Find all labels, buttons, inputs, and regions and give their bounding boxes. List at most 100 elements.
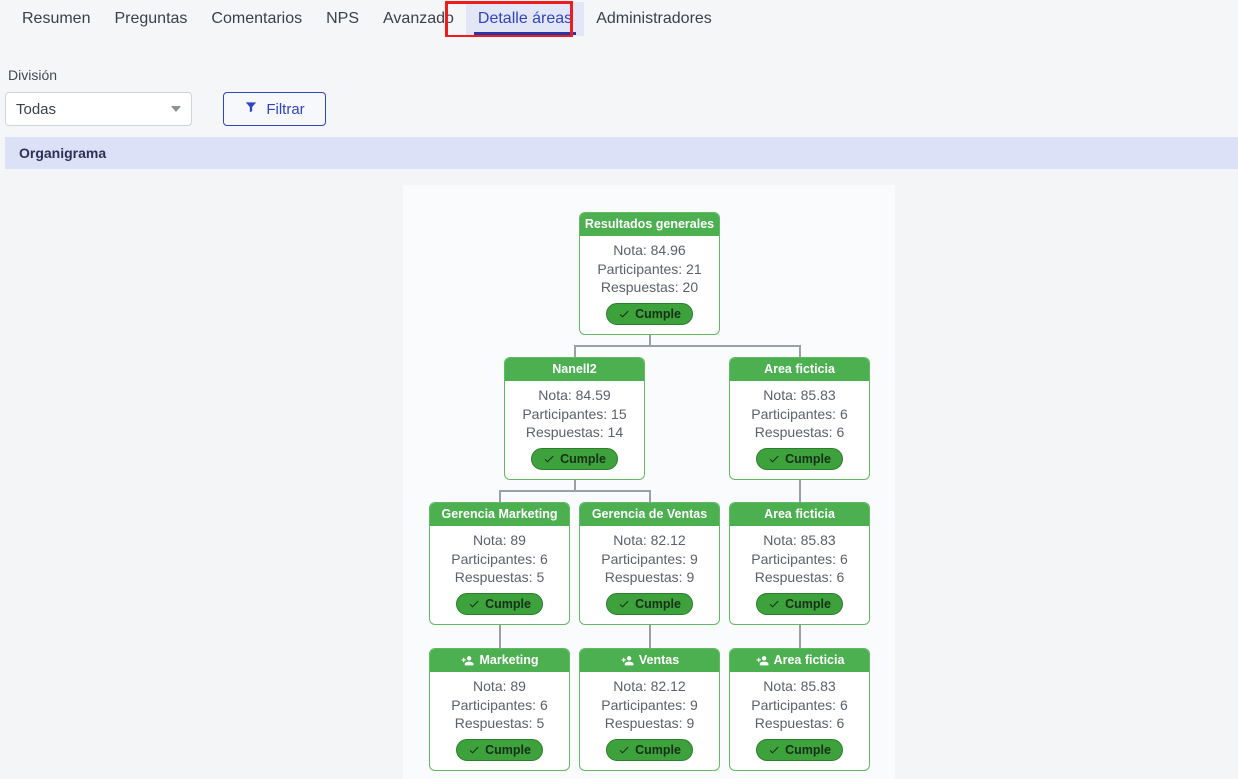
status-badge[interactable]: Cumple bbox=[606, 738, 693, 761]
org-node-header: Area ficticia bbox=[730, 649, 869, 672]
org-node-title: Nanell2 bbox=[552, 362, 597, 376]
org-node-respuestas: Respuestas: 6 bbox=[754, 715, 845, 731]
org-node-header: Ventas bbox=[580, 649, 719, 672]
org-node-participantes: Participantes: 6 bbox=[751, 696, 848, 713]
status-badge[interactable]: Cumple bbox=[756, 447, 843, 470]
status-badge-label: Cumple bbox=[635, 306, 681, 321]
status-badge[interactable]: Cumple bbox=[606, 302, 693, 325]
division-select[interactable]: Todas bbox=[5, 92, 192, 126]
org-node-nota: Nota: 85.83 bbox=[763, 678, 836, 694]
org-node-nota: Nota: 84.96 bbox=[613, 242, 686, 258]
org-node-participantes: Participantes: 21 bbox=[597, 260, 702, 277]
org-node-respuestas: Respuestas: 5 bbox=[454, 569, 545, 585]
check-icon bbox=[618, 598, 630, 610]
check-icon bbox=[768, 598, 780, 610]
org-node-participantes: Participantes: 9 bbox=[601, 696, 698, 713]
check-icon bbox=[618, 308, 630, 320]
tab-resumen[interactable]: Resumen bbox=[22, 9, 91, 27]
org-node-title: Area ficticia bbox=[764, 362, 835, 376]
status-badge[interactable]: Cumple bbox=[456, 592, 543, 615]
check-icon bbox=[468, 598, 480, 610]
org-node-respuestas: Respuestas: 20 bbox=[600, 279, 699, 295]
org-node-participantes: Participantes: 6 bbox=[751, 405, 848, 422]
org-node-respuestas: Respuestas: 6 bbox=[754, 424, 845, 440]
org-node-header: Area ficticia bbox=[730, 503, 869, 526]
connector-vertical bbox=[498, 625, 501, 648]
org-node-title: Resultados generales bbox=[584, 217, 715, 231]
status-badge-label: Cumple bbox=[485, 596, 531, 611]
status-badge[interactable]: Cumple bbox=[756, 592, 843, 615]
connector-horizontal bbox=[574, 345, 800, 347]
account-multiple-plus-icon bbox=[755, 654, 770, 667]
org-node-nota: Nota: 89 bbox=[473, 532, 526, 548]
connector-vertical bbox=[573, 345, 576, 357]
tab-detalle-áreas[interactable]: Detalle áreas bbox=[465, 1, 585, 36]
status-badge-label: Cumple bbox=[560, 451, 606, 466]
status-badge-label: Cumple bbox=[485, 742, 531, 757]
status-badge-label: Cumple bbox=[785, 742, 831, 757]
org-node-title: Marketing bbox=[479, 653, 539, 667]
connector-vertical bbox=[648, 335, 651, 345]
org-node-nota: Nota: 82.12 bbox=[613, 532, 686, 548]
org-node-title: Area ficticia bbox=[773, 653, 845, 667]
connector-horizontal bbox=[499, 490, 650, 492]
tab-preguntas[interactable]: Preguntas bbox=[114, 9, 188, 27]
org-node-participantes: Participantes: 6 bbox=[751, 550, 848, 567]
status-badge[interactable]: Cumple bbox=[756, 738, 843, 761]
org-node-title: Ventas bbox=[638, 653, 680, 667]
check-icon bbox=[618, 744, 630, 756]
org-node-nota: Nota: 85.83 bbox=[763, 387, 836, 403]
org-node-body: Nota: 89 Participantes: 6 Respuestas: 5 Cum… bbox=[430, 526, 569, 624]
panel-title: Organigrama bbox=[19, 145, 107, 161]
filtrar-button[interactable]: Filtrar bbox=[223, 92, 326, 126]
org-node-respuestas: Respuestas: 9 bbox=[604, 715, 695, 731]
status-badge[interactable]: Cumple bbox=[456, 738, 543, 761]
org-node-nota: Nota: 84.59 bbox=[538, 387, 611, 403]
org-node-title: Gerencia Marketing bbox=[441, 507, 558, 521]
check-icon bbox=[768, 453, 780, 465]
connector-vertical bbox=[648, 625, 651, 648]
org-node-nota: Nota: 82.12 bbox=[613, 678, 686, 694]
connector-vertical bbox=[648, 490, 651, 502]
filter-toolbar: División Todas Filtrar bbox=[0, 37, 1238, 137]
tab-avanzado[interactable]: Avanzado bbox=[383, 9, 454, 27]
division-select-value: Todas bbox=[16, 100, 57, 118]
status-badge[interactable]: Cumple bbox=[606, 592, 693, 615]
status-badge-label: Cumple bbox=[635, 596, 681, 611]
org-node-title: Gerencia de Ventas bbox=[591, 507, 708, 521]
tab-bar: Resumen Preguntas Comentarios NPS Avanzado De… bbox=[0, 0, 1238, 37]
org-node-participantes: Participantes: 6 bbox=[451, 550, 548, 567]
org-node-title: Area ficticia bbox=[764, 507, 835, 521]
tab-administradores[interactable]: Administradores bbox=[596, 9, 712, 27]
account-multiple-plus-icon bbox=[620, 654, 635, 667]
status-badge[interactable]: Cumple bbox=[531, 447, 618, 470]
tab-nps[interactable]: NPS bbox=[326, 9, 360, 27]
connector-vertical bbox=[798, 480, 801, 502]
org-node-header: Nanell2 bbox=[505, 358, 644, 381]
connector-vertical bbox=[498, 490, 501, 502]
status-badge-label: Cumple bbox=[635, 742, 681, 757]
tab-comentarios[interactable]: Comentarios bbox=[211, 9, 303, 27]
chevron-down-icon bbox=[171, 106, 181, 112]
check-icon bbox=[543, 453, 555, 465]
connector-vertical bbox=[573, 480, 576, 490]
organigrama-panel-header: Organigrama bbox=[5, 137, 1238, 169]
